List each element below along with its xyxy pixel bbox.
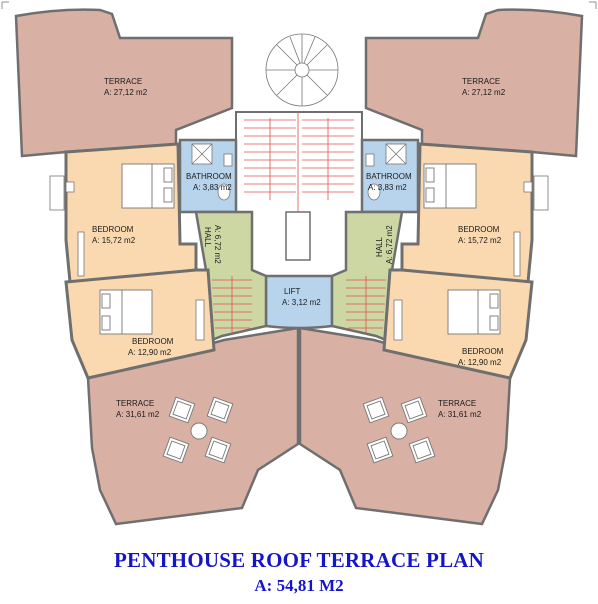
terrace-top-right-area: A: 27,12 m2: [462, 88, 506, 97]
hall-left-area: A: 6,72 m2: [213, 225, 222, 264]
bathroom-right-area: A: 3,83 m2: [368, 183, 407, 192]
terrace-bottom-left-area: A: 31,61 m2: [116, 410, 160, 419]
lift-area: A: 3,12 m2: [282, 298, 321, 307]
floor-plan: TERRACE A: 27,12 m2 TERRACE A: 27,12 m2 …: [1, 1, 597, 526]
bedroom-lower-right-label: BEDROOM A: 12,90 m2: [458, 347, 504, 367]
bedroom-lower-right-area: A: 12,90 m2: [458, 358, 502, 367]
terrace-top-right: [364, 8, 584, 158]
shower-icon: [191, 143, 407, 165]
terrace-bottom-left-label: TERRACE A: 31,61 m2: [116, 399, 160, 419]
hall-right-name: HALL: [375, 236, 384, 257]
bedroom-upper-right-name: BEDROOM: [458, 225, 500, 234]
plan-title: PENTHOUSE ROOF TERRACE PLAN: [113, 548, 485, 572]
plan-total-area: A: 54,81 M2: [254, 576, 344, 595]
spiral-stair-icon: [265, 33, 339, 107]
terrace-top-left-name: TERRACE: [104, 77, 142, 86]
toilet-icon: [217, 153, 381, 201]
lift-label: LIFT A: 3,12 m2: [282, 287, 321, 307]
staircase-icon: [212, 276, 386, 334]
lift-name: LIFT: [284, 287, 301, 296]
hall-right-area: A: 6,72 m2: [385, 225, 394, 264]
bedroom-upper-right-area: A: 15,72 m2: [458, 236, 502, 245]
hall-left-label: HALL A: 6,72 m2: [203, 225, 222, 264]
armchair-icon: [162, 396, 436, 464]
bed-icon: [99, 163, 501, 335]
terrace-bottom-left-name: TERRACE: [116, 399, 154, 408]
terrace-bottom-right-name: TERRACE: [438, 399, 476, 408]
round-table-icon: [190, 422, 408, 440]
hall-right-label: HALL A: 6,72 m2: [375, 225, 394, 264]
terrace-top-left: [14, 8, 234, 158]
bathroom-left-name: BATHROOM: [186, 172, 232, 181]
bathroom-right-name: BATHROOM: [366, 172, 412, 181]
central-stair-core: [235, 111, 363, 277]
terrace-top-right-name: TERRACE: [462, 77, 500, 86]
bathroom-left-area: A: 3,83 m2: [193, 183, 232, 192]
terrace-bottom-right-area: A: 31,61 m2: [438, 410, 482, 419]
bathroom-left-label: BATHROOM A: 3,83 m2: [186, 172, 232, 192]
bedroom-lower-left-area: A: 12,90 m2: [128, 348, 172, 357]
terrace-top-right-label: TERRACE A: 27,12 m2: [462, 77, 506, 97]
bedroom-upper-right-label: BEDROOM A: 15,72 m2: [458, 225, 502, 245]
frame-corners: [1, 1, 597, 9]
bedroom-upper-left-label: BEDROOM A: 15,72 m2: [92, 225, 136, 245]
terrace-bottom-right-label: TERRACE A: 31,61 m2: [438, 399, 482, 419]
bedroom-upper-left-name: BEDROOM: [92, 225, 134, 234]
terrace-top-left-label: TERRACE A: 27,12 m2: [104, 77, 148, 97]
bedroom-lower-right-name: BEDROOM: [462, 347, 504, 356]
bedroom-lower-left-label: BEDROOM A: 12,90 m2: [128, 337, 174, 357]
bedroom-lower-left-name: BEDROOM: [132, 337, 174, 346]
desk-icon: [49, 175, 549, 341]
bathroom-right-label: BATHROOM A: 3,83 m2: [366, 172, 412, 192]
terrace-top-left-area: A: 27,12 m2: [104, 88, 148, 97]
bedroom-upper-left-area: A: 15,72 m2: [92, 236, 136, 245]
hall-left-name: HALL: [203, 227, 212, 248]
